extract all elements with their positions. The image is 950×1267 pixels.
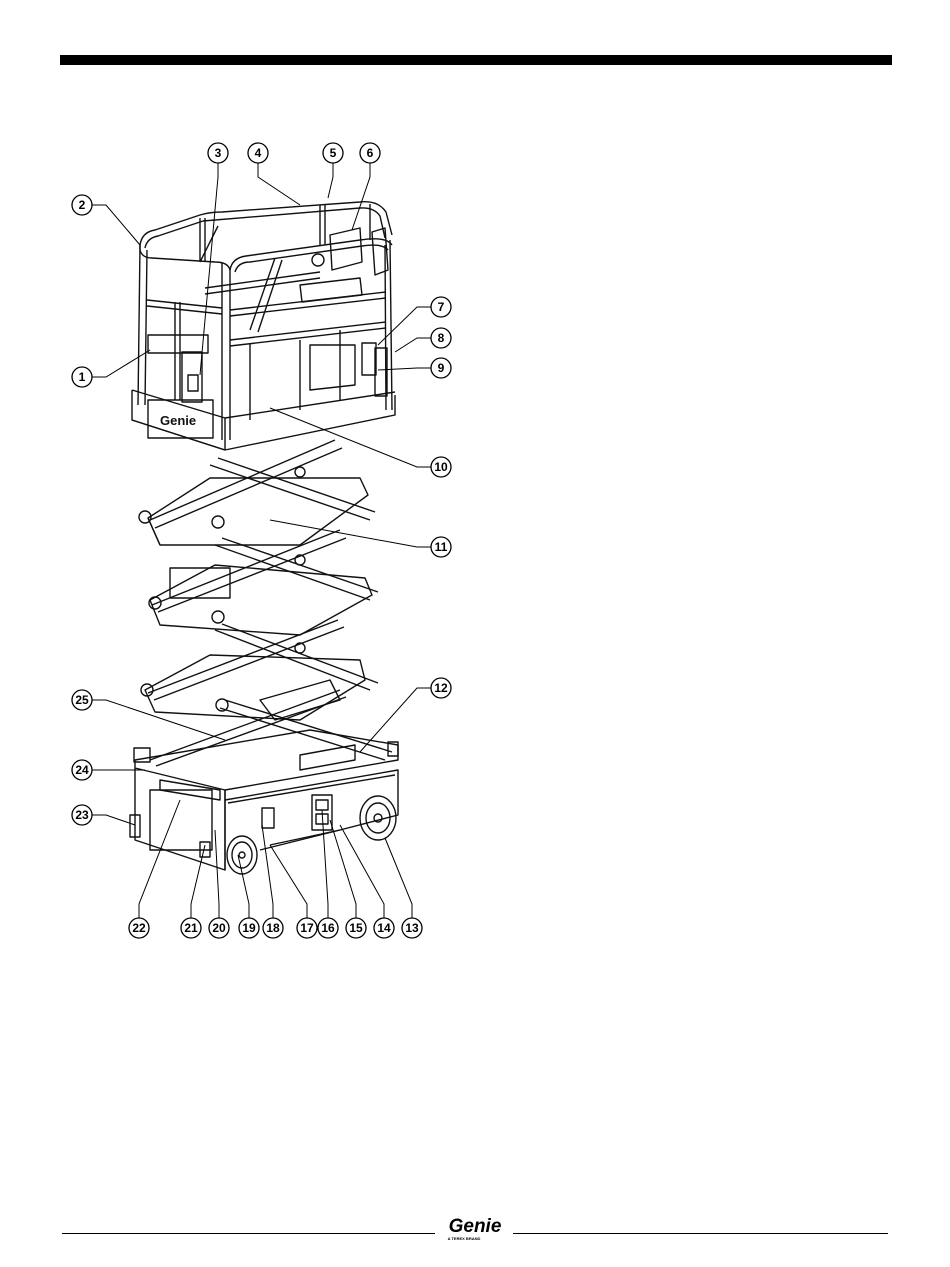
callout-leader-5 bbox=[328, 163, 333, 198]
callout-leader-16 bbox=[322, 810, 328, 918]
callout-leader-8 bbox=[395, 338, 431, 352]
footer-rule-right bbox=[513, 1233, 888, 1234]
callout-leader-25 bbox=[92, 700, 225, 740]
callout-number-18: 18 bbox=[266, 921, 280, 935]
guard-rails bbox=[138, 202, 392, 440]
callout-leader-21 bbox=[191, 845, 205, 918]
callout-leader-15 bbox=[330, 820, 356, 918]
callout-leader-4 bbox=[258, 163, 300, 205]
footer-rule-left bbox=[62, 1233, 435, 1234]
callout-number-10: 10 bbox=[434, 460, 448, 474]
callout-4: 4 bbox=[248, 143, 300, 205]
callout-number-11: 11 bbox=[435, 540, 448, 554]
callout-leader-19 bbox=[238, 855, 249, 918]
callout-8: 8 bbox=[395, 328, 451, 352]
callout-11: 11 bbox=[270, 520, 451, 557]
callout-leader-2 bbox=[92, 205, 140, 245]
callout-number-17: 17 bbox=[300, 921, 314, 935]
callout-number-8: 8 bbox=[438, 331, 445, 345]
callout-leader-6 bbox=[352, 163, 370, 230]
callout-number-1: 1 bbox=[79, 370, 86, 384]
callout-leader-13 bbox=[385, 838, 412, 918]
callout-number-23: 23 bbox=[75, 808, 89, 822]
callout-number-14: 14 bbox=[377, 921, 391, 935]
callout-number-7: 7 bbox=[438, 300, 445, 314]
callout-6: 6 bbox=[352, 143, 380, 230]
callout-leader-11 bbox=[270, 520, 431, 547]
callout-15: 15 bbox=[330, 820, 366, 938]
callout-leader-14 bbox=[340, 825, 384, 918]
callout-leader-22 bbox=[139, 800, 180, 918]
callout-number-19: 19 bbox=[242, 921, 256, 935]
callout-24: 24 bbox=[72, 760, 145, 780]
machine-drawing: Genie bbox=[130, 202, 398, 874]
callout-number-22: 22 bbox=[132, 921, 146, 935]
callout-number-3: 3 bbox=[215, 146, 222, 160]
callout-18: 18 bbox=[262, 825, 283, 938]
genie-logo: Genie A TEREX BRAND bbox=[440, 1213, 510, 1243]
footer-brand: Genie bbox=[449, 1216, 502, 1237]
callout-9: 9 bbox=[378, 358, 451, 378]
callout-leader-3 bbox=[200, 163, 218, 375]
callout-number-9: 9 bbox=[438, 361, 445, 375]
callout-22: 22 bbox=[129, 800, 180, 938]
platform-brand-label: Genie bbox=[160, 413, 196, 428]
callout-number-24: 24 bbox=[75, 763, 89, 777]
callout-number-2: 2 bbox=[79, 198, 86, 212]
callout-leader-17 bbox=[270, 845, 307, 918]
callout-number-21: 21 bbox=[184, 921, 198, 935]
callout-5: 5 bbox=[323, 143, 343, 198]
callout-number-20: 20 bbox=[212, 921, 226, 935]
callout-number-6: 6 bbox=[367, 146, 374, 160]
callout-19: 19 bbox=[238, 855, 259, 938]
callout-number-12: 12 bbox=[434, 681, 448, 695]
callout-3: 3 bbox=[200, 143, 228, 375]
callout-number-4: 4 bbox=[255, 146, 262, 160]
platform-deck: Genie bbox=[132, 390, 395, 450]
callout-leader-18 bbox=[262, 825, 273, 918]
platform-control-box bbox=[148, 335, 208, 402]
callout-number-16: 16 bbox=[321, 921, 335, 935]
callout-leader-1 bbox=[92, 350, 150, 377]
callout-23: 23 bbox=[72, 805, 135, 825]
callout-number-13: 13 bbox=[405, 921, 419, 935]
scissor-stack bbox=[139, 440, 392, 766]
side-panels bbox=[310, 343, 387, 396]
callout-leader-20 bbox=[215, 830, 219, 918]
callout-leader-23 bbox=[92, 815, 135, 825]
callout-number-15: 15 bbox=[349, 921, 363, 935]
callout-number-25: 25 bbox=[75, 693, 89, 707]
callout-2: 2 bbox=[72, 195, 140, 245]
callout-16: 16 bbox=[318, 810, 338, 938]
callout-number-5: 5 bbox=[330, 146, 337, 160]
footer-tagline: A TEREX BRAND bbox=[448, 1236, 481, 1241]
